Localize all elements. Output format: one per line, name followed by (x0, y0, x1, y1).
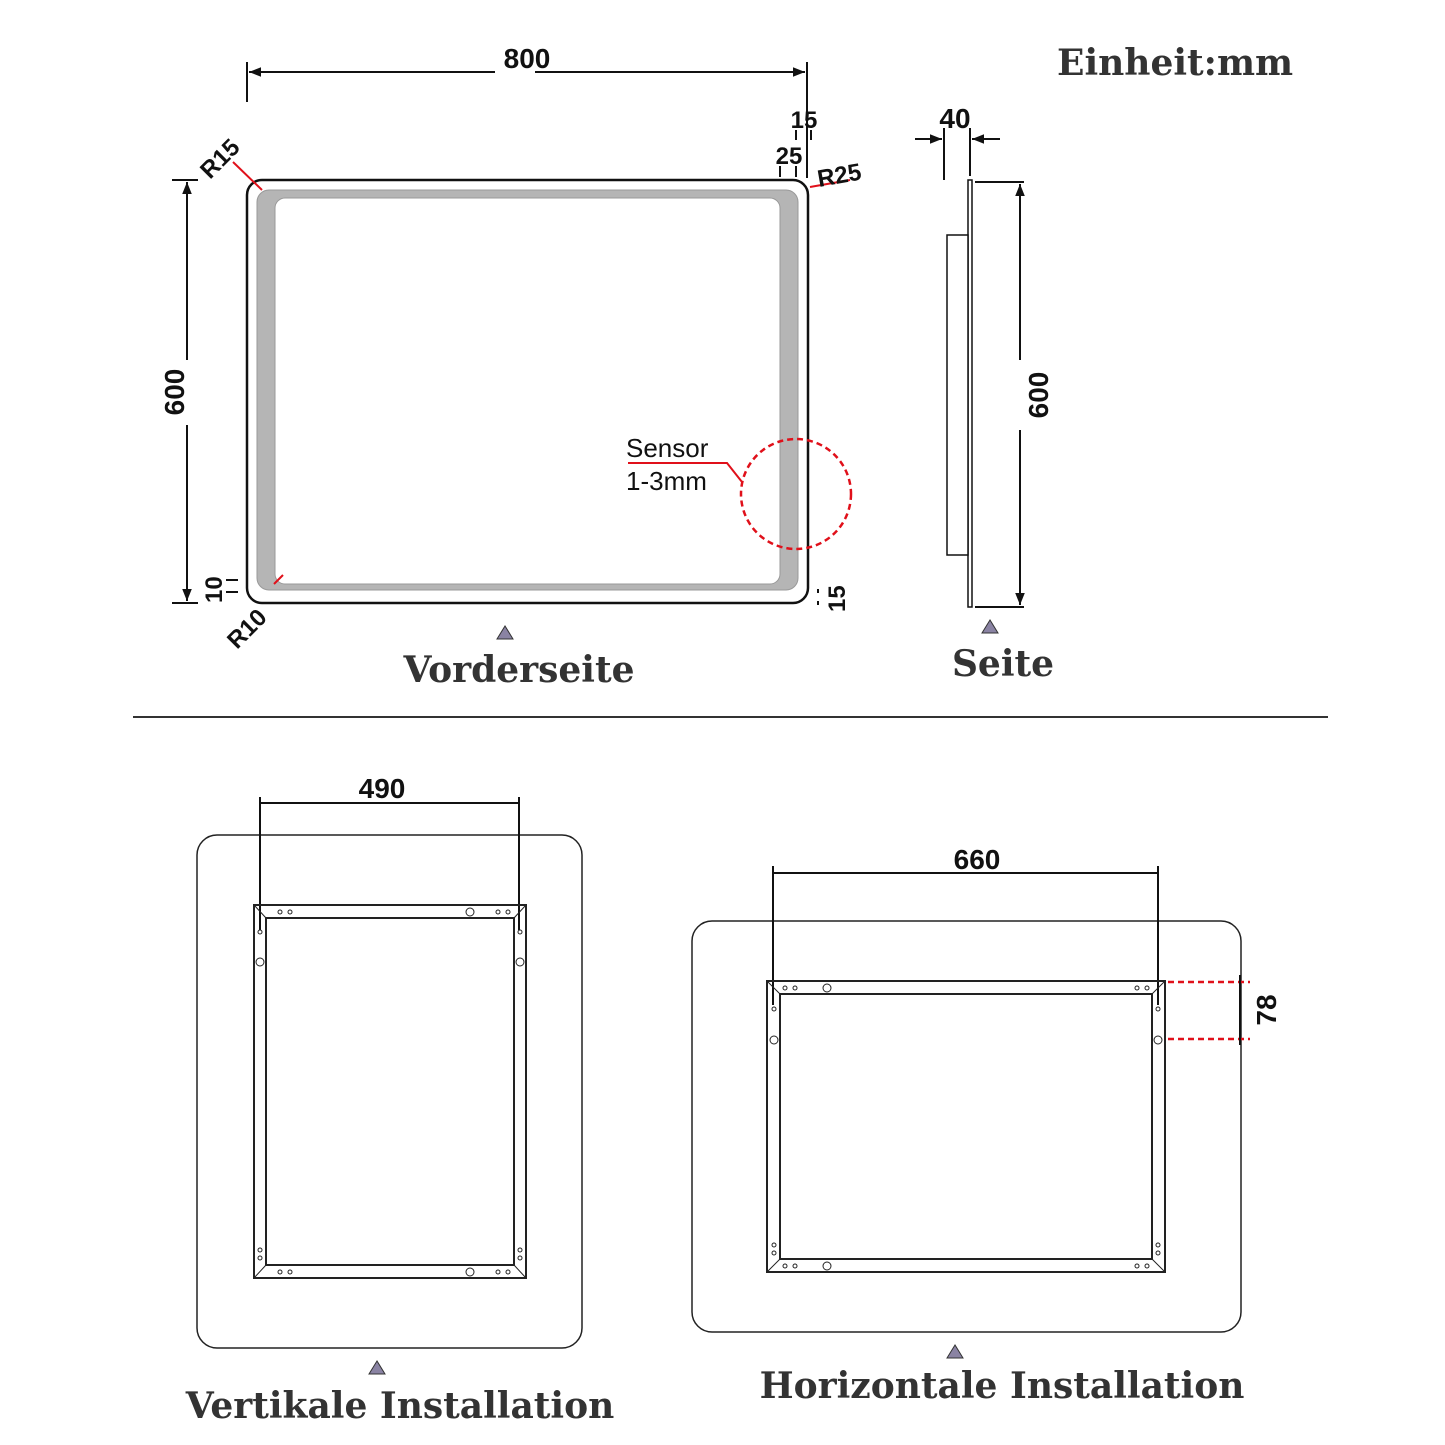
depth-label: 40 (939, 103, 970, 134)
keyhole-icon (515, 957, 525, 967)
radius-label-tr: R25 (815, 159, 863, 193)
bottom-left-offset: 10 (201, 576, 228, 603)
side-backbox (946, 234, 969, 556)
radius-label-bl: R10 (222, 604, 272, 654)
sensor-pointer (628, 462, 743, 483)
sensor-distance: 1-3mm (626, 466, 707, 496)
sensor-label: Sensor (626, 433, 709, 463)
vertical-install-view: 490 Vertikale Installation (185, 773, 615, 1427)
vertical-install-title: Vertikale Installation (185, 1385, 615, 1427)
radius-pointer-tr (809, 179, 851, 188)
side-view: 40 600 Seite (915, 103, 1055, 685)
top-offset-outer: 15 (791, 107, 818, 134)
keyhole-icon (822, 983, 832, 993)
keyhole-icon (1153, 1035, 1163, 1045)
front-view: 800 600 R15 R25 15 25 10 R10 15 Sensor 1… (159, 43, 863, 691)
keyhole-icon (822, 1261, 832, 1271)
bracket-width-label: 490 (359, 773, 406, 804)
radius-pointer-tl (232, 161, 263, 191)
marker-triangle (981, 619, 999, 634)
radius-label-tl: R15 (195, 134, 245, 184)
marker-triangle (496, 625, 514, 640)
mounting-frame (766, 980, 1166, 1273)
height-label: 600 (159, 369, 190, 416)
keyhole-icon (255, 957, 265, 967)
hook-offset-label: 78 (1251, 994, 1282, 1025)
side-height-label: 600 (1023, 372, 1054, 419)
mirror-outline (691, 920, 1242, 1333)
bracket-width-label: 660 (954, 844, 1001, 875)
mounting-frame-inner (265, 917, 515, 1266)
horizontal-install-view: 660 78 Horizontale Installation (691, 844, 1282, 1407)
marker-triangle (946, 1344, 964, 1359)
bottom-right-offset: 15 (824, 585, 851, 612)
width-label: 800 (504, 43, 551, 74)
keyhole-icon (465, 1267, 475, 1277)
unit-label: Einheit:mm (1057, 42, 1293, 84)
sensor-area (739, 437, 853, 551)
mounting-frame (253, 904, 527, 1279)
mounting-frame-inner (779, 993, 1153, 1260)
keyhole-icon (465, 907, 475, 917)
top-offset-inner: 25 (776, 143, 803, 170)
radius-pointer-bl (273, 574, 284, 585)
keyhole-icon (769, 1035, 779, 1045)
marker-triangle (368, 1360, 386, 1375)
front-title: Vorderseite (402, 649, 634, 691)
mirror-outline (196, 834, 583, 1349)
mirror-glass (274, 197, 781, 585)
side-title: Seite (952, 643, 1054, 685)
horizontal-install-title: Horizontale Installation (760, 1365, 1245, 1407)
